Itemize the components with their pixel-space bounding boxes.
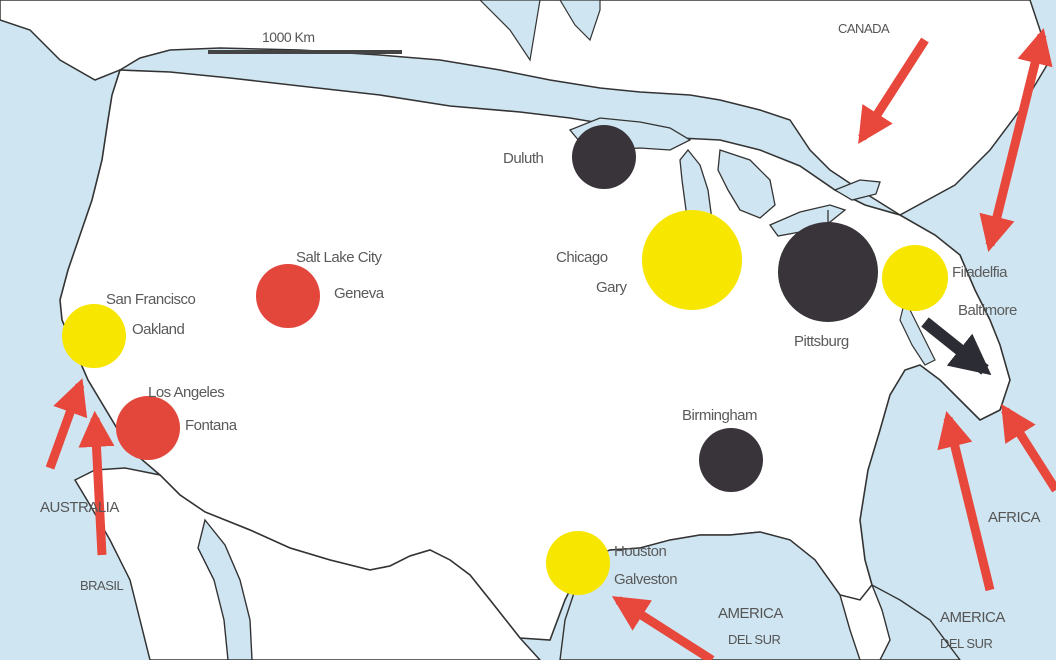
marker-filadelfia-baltimore [882, 245, 948, 311]
label-del-sur-1: DEL SUR [728, 632, 780, 647]
north-water [479, 0, 541, 62]
arrow-america-del-sur-1 [611, 596, 715, 660]
label-africa: AFRICA [988, 509, 1041, 526]
label-geneva: Geneva [334, 285, 385, 302]
label-del-sur-2: DEL SUR [940, 636, 992, 651]
label-gary: Gary [596, 279, 628, 296]
arrow-canada-east [979, 28, 1053, 252]
marker-los-angeles [116, 396, 180, 460]
label-galveston: Galveston [614, 571, 677, 588]
lake-erie [768, 204, 847, 237]
marker-san-francisco [62, 304, 126, 368]
label-houston: Houston [614, 543, 667, 560]
gulf-of-california [197, 518, 253, 660]
lake-ontario [833, 179, 881, 201]
arrow-america-del-sur-2 [937, 411, 995, 592]
label-fontana: Fontana [185, 417, 238, 434]
label-australia: AUSTRALIA [40, 499, 119, 516]
label-salt-lake-city: Salt Lake City [296, 249, 383, 266]
marker-houston [546, 531, 610, 595]
north-water-2 [559, 0, 601, 42]
marker-salt-lake-city [256, 264, 320, 328]
label-canada: CANADA [838, 21, 890, 36]
arrow-africa [1001, 403, 1056, 493]
label-chicago: Chicago [556, 249, 608, 266]
marker-pittsburgh [778, 222, 878, 322]
arrow-canada [858, 37, 929, 145]
marker-birmingham [699, 428, 763, 492]
lake-huron [717, 149, 776, 219]
canada-land [0, 0, 1051, 216]
arrow-brasil [78, 410, 115, 556]
label-duluth: Duluth [503, 150, 544, 167]
label-baltimore: Baltimore [958, 302, 1017, 319]
label-pittsburgh: Pittsburg [794, 333, 849, 350]
florida [838, 583, 891, 660]
marker-duluth [572, 125, 636, 189]
label-filadelfia: Filadelfia [952, 264, 1008, 281]
label-birmingham: Birmingham [682, 407, 757, 424]
label-america-sur-1: AMERICA [718, 605, 783, 622]
mexico-land [73, 467, 542, 660]
label-america-sur-2: AMERICA [940, 609, 1005, 626]
label-san-francisco: San Francisco [106, 291, 196, 308]
label-los-angeles: Los Angeles [148, 384, 224, 401]
chesapeake-bay [899, 298, 936, 366]
arrow-australia [45, 378, 88, 470]
label-oakland: Oakland [132, 321, 185, 338]
marker-chicago-gary [642, 210, 742, 310]
label-brasil: BRASIL [80, 578, 124, 593]
scale-label: 1000 Km [262, 29, 315, 45]
arrow-baltimore-export [921, 317, 992, 376]
